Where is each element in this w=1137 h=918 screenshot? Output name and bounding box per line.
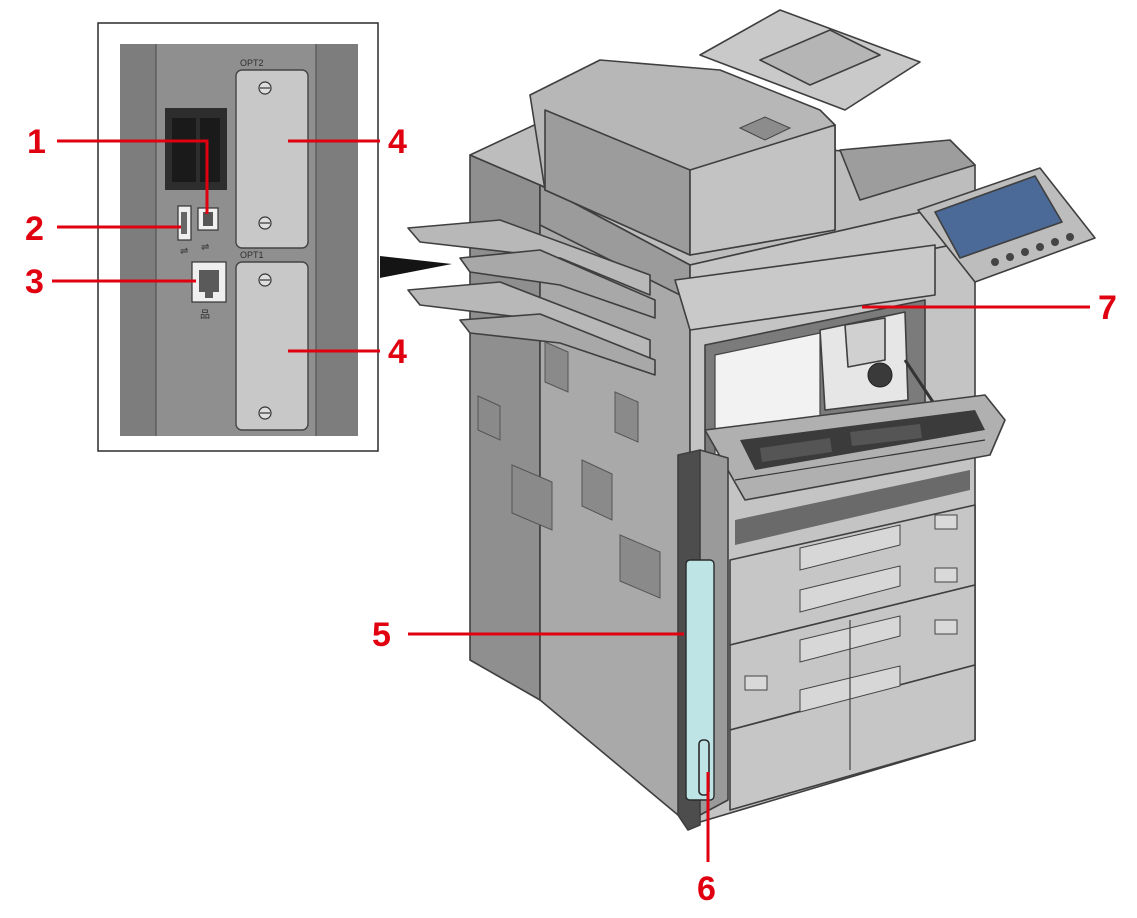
callout-3: 3 xyxy=(25,263,44,301)
svg-text:⇌: ⇌ xyxy=(201,242,209,253)
connector-inset: ⇌ ⇌ 品 OPT2 OPT1 xyxy=(97,22,379,452)
callout-5: 5 xyxy=(372,616,391,654)
printer-illustration xyxy=(407,9,1096,831)
inset-pointer-arrow xyxy=(380,256,452,278)
paper-drawers xyxy=(729,504,976,811)
finisher-trays xyxy=(407,219,656,376)
svg-text:品: 品 xyxy=(200,309,210,321)
callout-6: 6 xyxy=(697,870,716,908)
callout-leaders xyxy=(52,139,1090,862)
callout-2: 2 xyxy=(25,210,44,248)
toner-container xyxy=(819,311,947,421)
inset-left-rail xyxy=(120,44,156,436)
slot-opt2-label: OPT2 xyxy=(240,58,264,68)
callout-4-bottom: 4 xyxy=(388,333,407,371)
svg-text:⇌: ⇌ xyxy=(180,246,188,257)
usb-a-port-icon xyxy=(177,205,192,241)
callout-4-top: 4 xyxy=(388,123,407,161)
option-slot-opt1: OPT1 xyxy=(235,250,309,431)
touch-screen xyxy=(934,175,1063,259)
callout-1: 1 xyxy=(27,123,46,161)
option-slot-opt2: OPT2 xyxy=(235,58,309,249)
slot-opt1-label: OPT1 xyxy=(240,250,264,260)
callout-7: 7 xyxy=(1098,289,1117,327)
operation-panel xyxy=(917,167,1096,283)
inset-right-rail xyxy=(316,44,358,436)
waste-toner-box xyxy=(677,449,729,831)
network-port-icon xyxy=(191,261,227,303)
